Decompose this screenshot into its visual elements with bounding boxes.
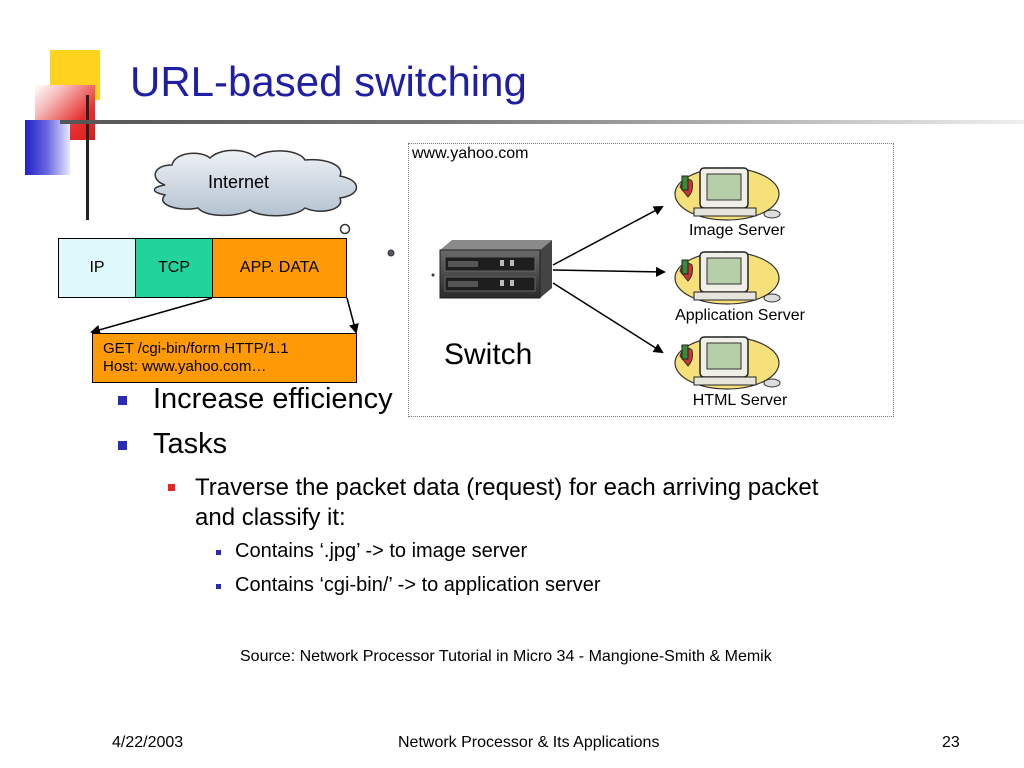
bullet-square-icon (216, 584, 221, 589)
internet-cloud-icon (153, 149, 358, 217)
bubble-dot-medium (387, 249, 395, 257)
http-request-box: GET /cgi-bin/form HTTP/1.1 Host: www.yah… (92, 333, 357, 383)
switch-icon (439, 240, 552, 299)
html-server-label: HTML Server (692, 392, 788, 409)
bullet-increase-efficiency: Increase efficiency (118, 383, 393, 416)
request-arrow-right (346, 297, 359, 334)
footer-page-number: 23 (942, 734, 960, 751)
packet-tcp-field: TCP (135, 238, 213, 298)
bullet-text: Tasks (153, 428, 228, 460)
bubble-dot-large (339, 223, 351, 235)
bubble-dot-small (431, 273, 435, 277)
website-label: www.yahoo.com (412, 145, 529, 162)
decor-blue-square (25, 120, 70, 175)
application-server-computer-icon (674, 251, 781, 305)
footer-course-title: Network Processor & Its Applications (398, 734, 660, 751)
bullet-square-icon (216, 550, 221, 555)
source-citation: Source: Network Processor Tutorial in Mi… (240, 648, 772, 665)
website-boundary (408, 143, 894, 417)
bullet-text: Contains ‘cgi-bin/’ -> to application se… (235, 574, 601, 596)
bullet-square-icon (168, 484, 175, 491)
html-server-computer-icon (674, 336, 781, 390)
switch-label: Switch (444, 338, 533, 371)
slide-title: URL-based switching (130, 58, 527, 105)
footer-date: 4/22/2003 (112, 734, 184, 751)
decor-vertical-line (86, 95, 89, 220)
packet-ip-field: IP (58, 238, 136, 298)
bullet-tasks: Tasks (118, 428, 227, 461)
bullet-text: Contains ‘.jpg’ -> to image server (235, 540, 528, 562)
bullet-square-icon (118, 396, 127, 405)
arrow-to-application-server (552, 266, 666, 277)
bullet-traverse-packet: Traverse the packet data (request) for e… (168, 473, 818, 533)
bullet-contains-cgi-bin: Contains ‘cgi-bin/’ -> to application se… (216, 574, 601, 597)
packet-app-data-field: APP. DATA (212, 238, 347, 298)
arrow-to-html-server (552, 282, 664, 354)
bullet-text-line: and classify it: (195, 504, 346, 531)
bullet-square-icon (118, 441, 127, 450)
image-server-label: Image Server (688, 222, 786, 239)
request-line: GET /cgi-bin/form HTTP/1.1 (103, 340, 289, 357)
bullet-contains-jpg: Contains ‘.jpg’ -> to image server (216, 540, 527, 563)
request-arrow-left (90, 297, 213, 335)
bullet-text: Increase efficiency (153, 383, 393, 415)
bullet-text: Traverse the packet data (request) for e… (195, 473, 818, 533)
request-host-line: Host: www.yahoo.com… (103, 358, 267, 375)
arrow-to-image-server (552, 206, 664, 266)
bullet-text-line: Traverse the packet data (request) for e… (195, 474, 819, 501)
image-server-computer-icon (674, 167, 781, 221)
title-underline (60, 120, 1024, 124)
application-server-label: Application Server (675, 307, 805, 324)
internet-label: Internet (208, 172, 270, 192)
